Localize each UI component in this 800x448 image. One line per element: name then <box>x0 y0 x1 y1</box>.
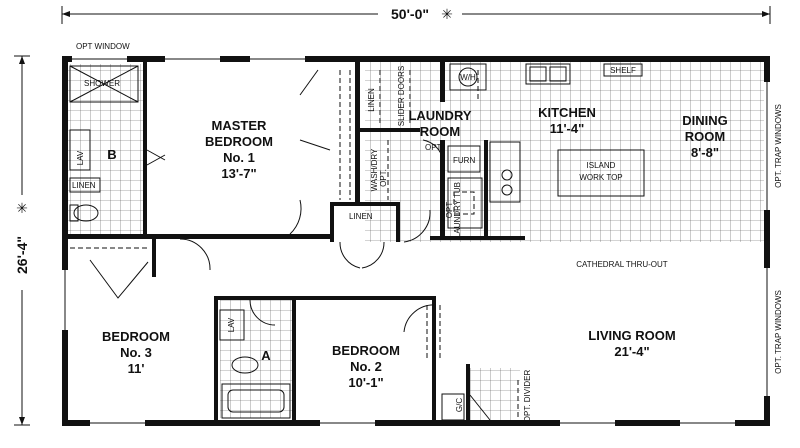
slider-doors-label: SLIDER DOORS <box>397 66 406 126</box>
linen-label-hall: LINEN <box>349 212 373 221</box>
wash-dry-opt-label: OPT. <box>379 169 388 187</box>
linen-label-b: LINEN <box>72 181 96 190</box>
master-bedroom-label-2: BEDROOM <box>205 134 273 149</box>
opt-tub-label: OPT <box>445 202 454 219</box>
closets <box>70 70 519 418</box>
exterior-walls <box>62 56 770 426</box>
bedroom-2-label: BEDROOM <box>332 343 400 358</box>
bedroom-2-label-2: No. 2 <box>350 359 382 374</box>
furn-label: FURN <box>453 156 475 165</box>
depth-dimension-label: 26'-4" <box>14 236 30 274</box>
work-top-label: WORK TOP <box>579 173 622 182</box>
opt-trap-windows-lower: OPT. TRAP WINDOWS <box>774 290 783 374</box>
depth-dimension-mark: ✳ <box>16 200 28 216</box>
master-bedroom-label: MASTER <box>212 118 268 133</box>
wash-dry-label: WASH/DRY <box>370 148 379 191</box>
doors <box>89 69 491 421</box>
fixtures <box>69 63 645 421</box>
lav-label-b: LAV <box>76 150 85 165</box>
laundry-room-label-2: ROOM <box>420 124 460 139</box>
interior-walls <box>62 62 525 420</box>
width-dimension-label: 50'-0" <box>391 6 429 22</box>
bedroom-3-size: 11' <box>128 361 145 376</box>
opt-trap-windows-upper: OPT. TRAP WINDOWS <box>774 104 783 188</box>
opt-window-label: OPT WINDOW <box>76 42 130 51</box>
living-room-size: 21'-4" <box>614 344 649 359</box>
kitchen-label: KITCHEN <box>538 105 596 120</box>
dining-room-size: 8'-8" <box>691 145 719 160</box>
island-label: ISLAND <box>587 161 616 170</box>
kitchen-size: 11'-4" <box>550 121 585 136</box>
shower-label: SHOWER <box>84 79 120 88</box>
tile-floors <box>68 62 765 420</box>
living-room-label: LIVING ROOM <box>588 328 675 343</box>
width-dimension-mark: ✳ <box>441 6 453 22</box>
master-bedroom-label-3: No. 1 <box>223 150 255 165</box>
gc-label: G/C <box>455 398 464 412</box>
dining-room-label-2: ROOM <box>685 129 725 144</box>
bath-a-label: A <box>261 348 271 363</box>
master-bedroom-size: 13'-7" <box>221 166 256 181</box>
laundry-tub-label: LAUNDRY TUB <box>453 182 462 238</box>
wh-label: W/H <box>460 73 476 82</box>
bedroom-3-label-2: No. 3 <box>120 345 152 360</box>
laundry-room-label: LAUNDRY <box>408 108 471 123</box>
shelf-label: SHELF <box>610 66 636 75</box>
bedroom-3-label: BEDROOM <box>102 329 170 344</box>
dining-room-label: DINING <box>682 113 728 128</box>
bath-b-label: B <box>107 147 116 162</box>
depth-dimension <box>14 55 30 426</box>
lav-label-a: LAV <box>227 317 236 332</box>
width-dimension <box>61 6 771 24</box>
linen-label-laundry: LINEN <box>367 88 376 112</box>
opt-divider-label: OPT. DIVIDER <box>523 370 532 423</box>
windows <box>62 56 770 426</box>
bedroom-2-size: 10'-1" <box>348 375 383 390</box>
opt-furn-label: OPT <box>425 143 442 152</box>
cathedral-label: CATHEDRAL THRU-OUT <box>576 260 668 269</box>
